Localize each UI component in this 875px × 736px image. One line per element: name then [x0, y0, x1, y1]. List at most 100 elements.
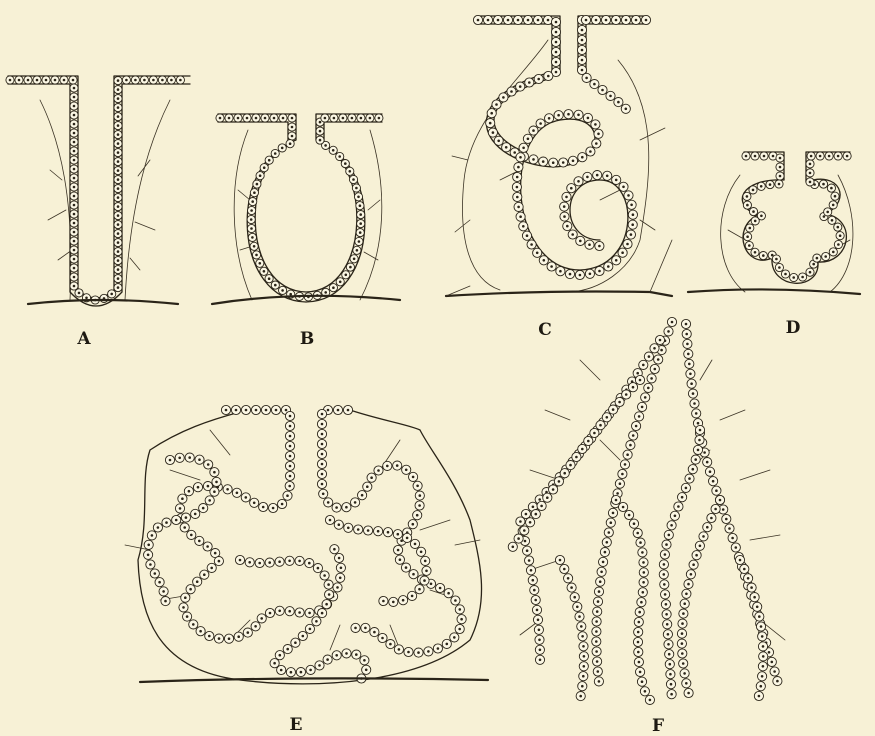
- cell-nucleus: [635, 425, 638, 428]
- cell-nucleus: [543, 259, 546, 262]
- cell-nucleus: [822, 183, 825, 186]
- cell-nucleus: [746, 195, 749, 198]
- cell-nucleus: [728, 527, 731, 530]
- cell-nucleus: [286, 494, 289, 497]
- cell-nucleus: [699, 429, 702, 432]
- cell-nucleus: [197, 486, 200, 489]
- cell-nucleus: [577, 180, 580, 183]
- cell-nucleus: [273, 117, 276, 120]
- cell-nucleus: [513, 151, 516, 154]
- cell-nucleus: [778, 266, 781, 269]
- cell-nucleus: [779, 157, 782, 160]
- cell-nucleus: [416, 514, 419, 517]
- cell-nucleus: [538, 639, 541, 642]
- cell-nucleus: [595, 630, 598, 633]
- cell-nucleus: [635, 19, 638, 22]
- cell-nucleus: [73, 267, 76, 270]
- cell-nucleus: [558, 480, 561, 483]
- cell-nucleus: [538, 629, 541, 632]
- cell-nucleus: [593, 432, 596, 435]
- cell-nucleus: [693, 402, 696, 405]
- cell-nucleus: [763, 155, 766, 158]
- cell-nucleus: [262, 506, 265, 509]
- cell-nucleus: [218, 560, 221, 563]
- cell-nucleus: [161, 79, 164, 82]
- cell-nucleus: [754, 155, 757, 158]
- cell-nucleus: [559, 270, 562, 273]
- cell-nucleus: [784, 273, 787, 276]
- cell-nucleus: [535, 513, 538, 516]
- cell-nucleus: [27, 79, 30, 82]
- cell-nucleus: [487, 19, 490, 22]
- cell-nucleus: [615, 19, 618, 22]
- cell-nucleus: [572, 160, 575, 163]
- cell-nucleus: [663, 573, 666, 576]
- cell-nucleus: [110, 293, 113, 296]
- cell-nucleus: [321, 453, 324, 456]
- cell-nucleus: [291, 126, 294, 129]
- cell-nucleus: [754, 220, 757, 223]
- cell-nucleus: [519, 520, 522, 523]
- cell-nucleus: [289, 293, 292, 296]
- cell-nucleus: [359, 204, 362, 207]
- cell-nucleus: [73, 123, 76, 126]
- figure-d: [688, 152, 860, 294]
- cell-nucleus: [402, 599, 405, 602]
- cell-nucleus: [760, 685, 763, 688]
- cell-nucleus: [324, 144, 327, 147]
- cell-nucleus: [430, 583, 433, 586]
- cell-nucleus: [566, 225, 569, 228]
- cell-nucleus: [695, 412, 698, 415]
- cell-nucleus: [529, 521, 532, 524]
- cell-nucleus: [207, 463, 210, 466]
- cell-nucleus: [769, 183, 772, 186]
- cell-nucleus: [665, 603, 668, 606]
- cell-nucleus: [412, 523, 415, 526]
- cell-nucleus: [681, 632, 684, 635]
- cell-nucleus: [203, 573, 206, 576]
- cell-nucleus: [507, 19, 510, 22]
- cell-nucleus: [349, 266, 352, 269]
- cell-nucleus: [264, 117, 267, 120]
- cell-nucleus: [779, 175, 782, 178]
- cell-nucleus: [453, 636, 456, 639]
- cell-nucleus: [528, 559, 531, 562]
- cell-nucleus: [323, 574, 326, 577]
- cell-nucleus: [801, 276, 804, 279]
- cell-nucleus: [642, 591, 645, 594]
- cell-nucleus: [345, 652, 348, 655]
- cell-nucleus: [72, 79, 75, 82]
- cell-nucleus: [405, 566, 408, 569]
- cell-nucleus: [412, 476, 415, 479]
- cell-nucleus: [143, 79, 146, 82]
- cell-nucleus: [458, 628, 461, 631]
- cell-nucleus: [517, 19, 520, 22]
- cell-nucleus: [340, 567, 343, 570]
- cell-nucleus: [563, 472, 566, 475]
- cell-nucleus: [117, 151, 120, 154]
- cell-nucleus: [519, 85, 522, 88]
- cell-nucleus: [778, 183, 781, 186]
- cell-nucleus: [642, 581, 645, 584]
- cell-nucleus: [538, 498, 541, 501]
- cell-nucleus: [377, 469, 380, 472]
- cell-nucleus: [117, 97, 120, 100]
- cell-nucleus: [570, 187, 573, 190]
- cell-nucleus: [73, 231, 76, 234]
- cell-nucleus: [809, 181, 812, 184]
- cell-nucleus: [188, 456, 191, 459]
- cell-nucleus: [746, 204, 749, 207]
- cell-nucleus: [134, 79, 137, 82]
- cell-nucleus: [512, 546, 515, 549]
- figure-c-label: C: [538, 320, 552, 340]
- cell-nucleus: [525, 513, 528, 516]
- cell-nucleus: [397, 533, 400, 536]
- cell-nucleus: [615, 179, 618, 182]
- cell-nucleus: [606, 416, 609, 419]
- cell-nucleus: [583, 665, 586, 668]
- cell-nucleus: [208, 635, 211, 638]
- cell-nucleus: [147, 554, 150, 557]
- cell-nucleus: [599, 424, 602, 427]
- cell-nucleus: [73, 105, 76, 108]
- cell-nucleus: [225, 409, 228, 412]
